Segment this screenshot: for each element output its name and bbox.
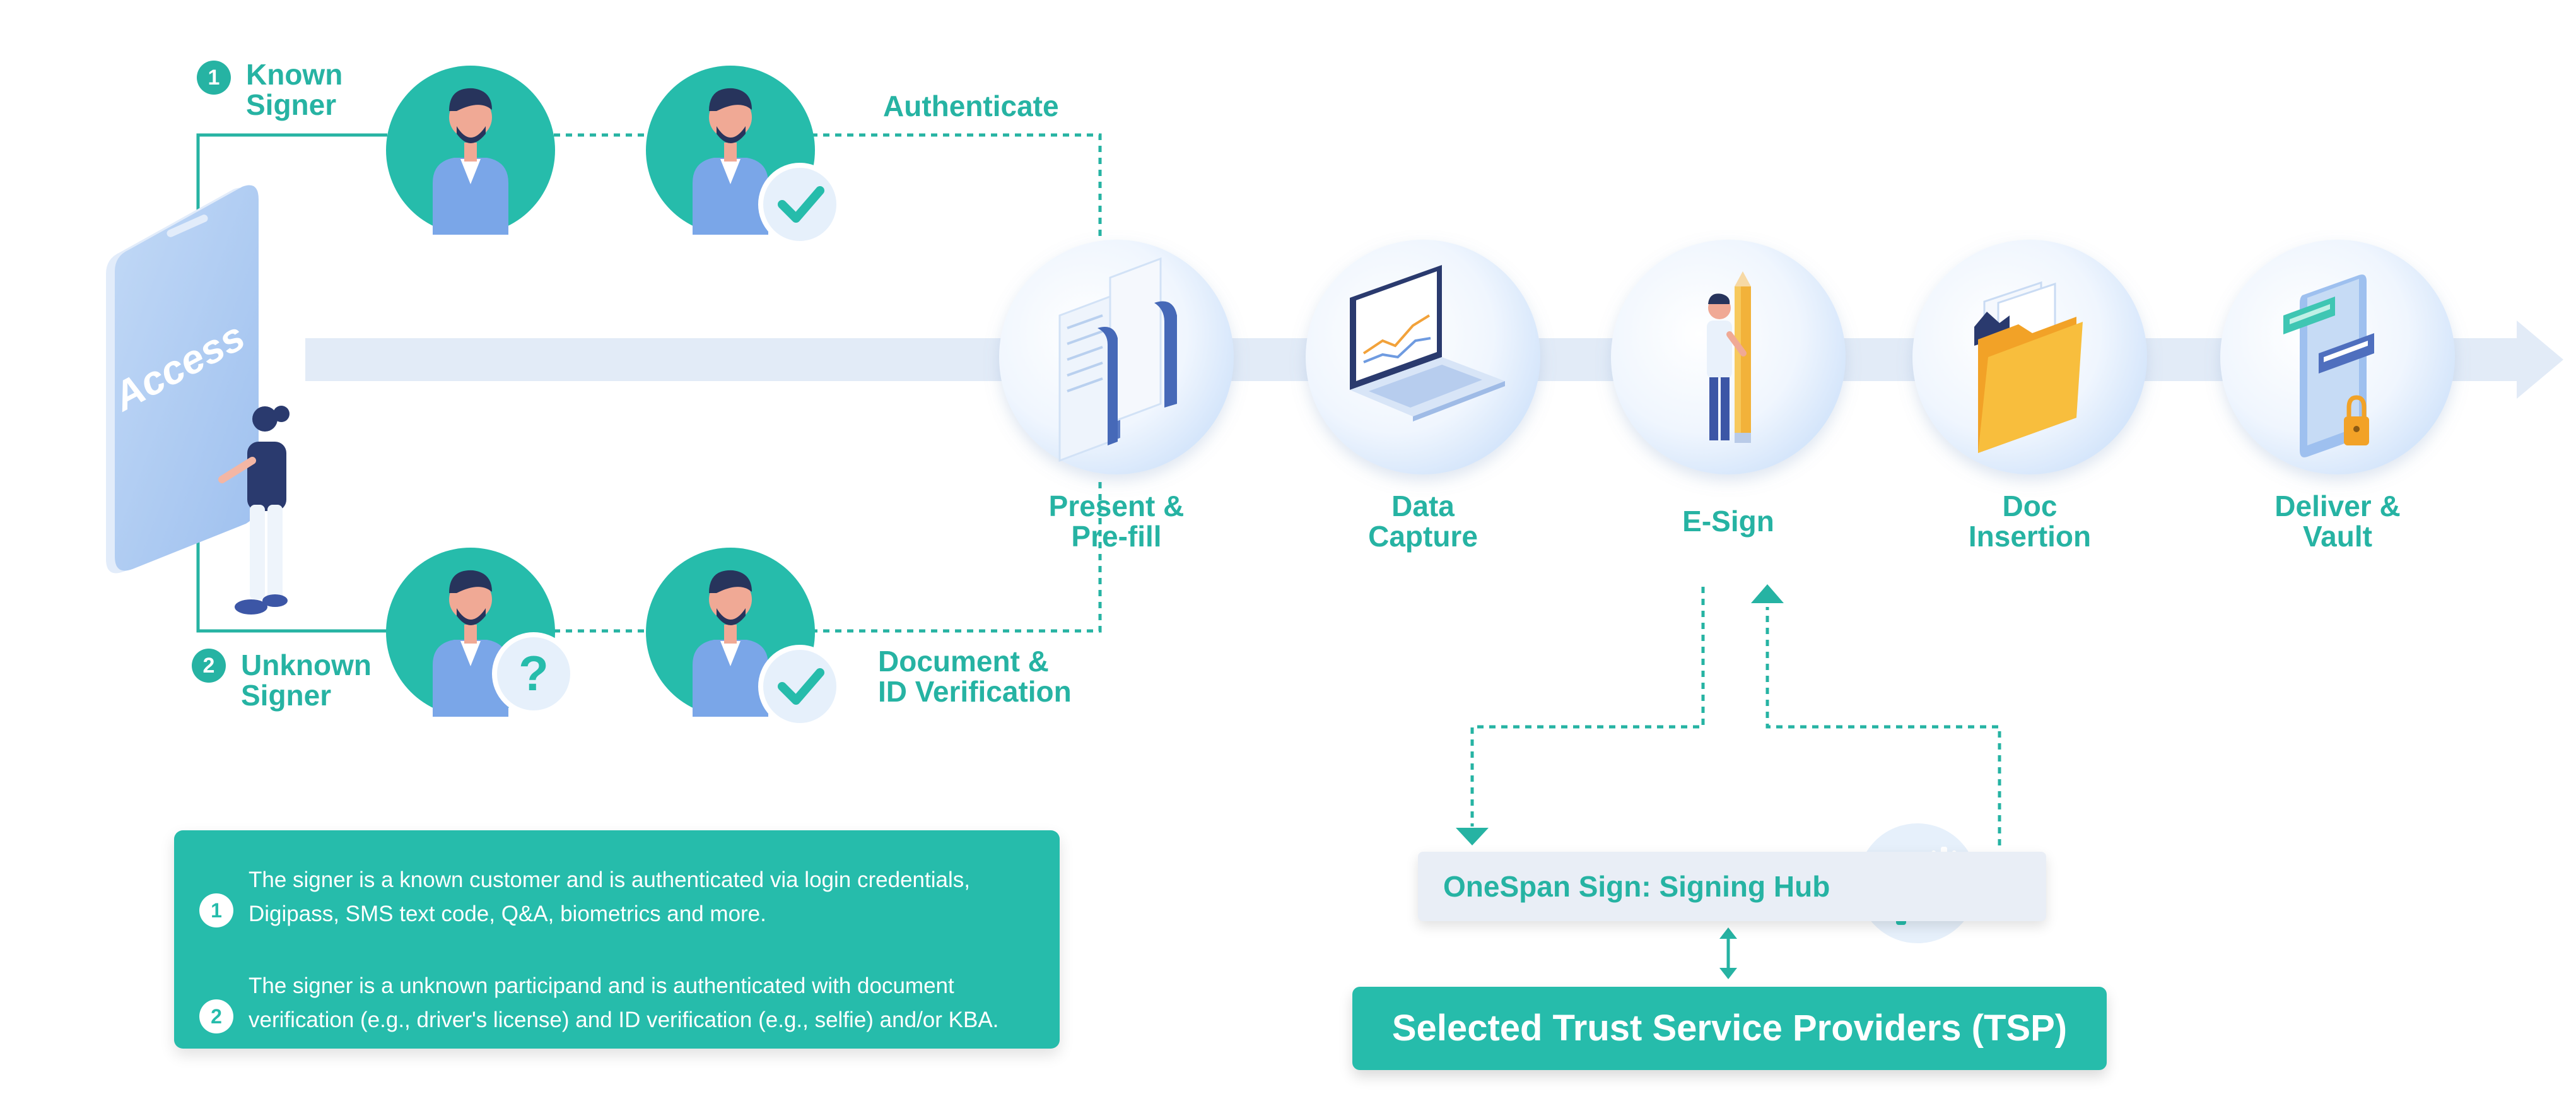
laptop-icon: [1350, 265, 1505, 421]
check-badge-icon: [758, 163, 841, 246]
signing-hub-bar: OneSpan Sign: Signing Hub: [1418, 852, 2046, 921]
legend-text: The signer is a unknown participand and …: [249, 969, 1037, 1037]
svg-text:?: ?: [518, 645, 549, 701]
step-label-line: E-Sign: [1682, 505, 1774, 538]
signing-hub-title: OneSpan Sign: Signing Hub: [1443, 870, 1830, 903]
hub-to-esign-dotted-line: [1751, 584, 2001, 845]
step-data-capture-label: Data Capture: [1297, 491, 1549, 551]
known-signer-avatar: [386, 66, 555, 235]
legend-box: 1 The signer is a known customer and is …: [174, 830, 1060, 1049]
esign-to-hub-dotted-line: [1456, 587, 1705, 845]
unknown-signer-label-line: Unknown: [241, 649, 372, 681]
step-label-line: Insertion: [1968, 520, 2092, 553]
document-id-verification-line: ID Verification: [878, 675, 1072, 708]
documents-icon: [1058, 257, 1177, 462]
authenticate-label: Authenticate: [883, 91, 1059, 121]
hub-tsp-double-arrow: [1719, 927, 1737, 979]
known-signer-label-line: Signer: [246, 88, 337, 121]
person-with-phone: [218, 406, 290, 615]
document-id-verification-line: Document &: [878, 645, 1049, 678]
legend-text-line: verification (e.g., driver's license) an…: [249, 1008, 999, 1032]
step-label-line: Doc: [2002, 490, 2058, 522]
legend-text-line: The signer is a known customer and is au…: [249, 868, 970, 892]
step-label-line: Present &: [1048, 490, 1185, 522]
step-present-prefill-label: Present & Pre-fill: [990, 491, 1243, 551]
phone-lock-icon: [2283, 274, 2374, 457]
step-label-line: Capture: [1368, 520, 1478, 553]
known-signer-label-line: Known: [246, 58, 343, 91]
unknown-signer-label-line: Signer: [241, 679, 332, 712]
question-badge-icon: ?: [492, 632, 575, 715]
step-doc-insertion-label: Doc Insertion: [1904, 491, 2156, 551]
tsp-box: Selected Trust Service Providers (TSP): [1352, 987, 2107, 1070]
authenticate-dotted-line: [554, 133, 1102, 240]
document-id-verification-label: Document & ID Verification: [878, 646, 1072, 707]
step-deliver-vault-label: Deliver & Vault: [2211, 491, 2464, 551]
check-badge-icon: [758, 645, 841, 728]
legend-text: The signer is a known customer and is au…: [249, 863, 1037, 931]
known-signer-number: 1: [197, 61, 231, 95]
pencil-person-icon: [1707, 271, 1751, 443]
legend-text-line: The signer is a unknown participand and …: [249, 974, 954, 998]
step-esign-label: E-Sign: [1602, 506, 1854, 536]
phone-access: Access: [105, 185, 259, 574]
legend-number: 2: [199, 999, 233, 1033]
step-label-line: Pre-fill: [1071, 520, 1162, 553]
step-label-line: Data: [1391, 490, 1455, 522]
step-label-line: Vault: [2303, 520, 2372, 553]
known-signer-label: Known Signer: [246, 59, 342, 120]
authenticate-label-text: Authenticate: [883, 90, 1059, 122]
legend-number: 1: [199, 893, 233, 927]
folder-icon: [1974, 281, 2083, 453]
unknown-signer-label: Unknown Signer: [241, 650, 372, 710]
step-label-line: Deliver &: [2274, 490, 2401, 522]
legend-text-line: Digipass, SMS text code, Q&A, biometrics…: [249, 902, 766, 926]
verification-dotted-line: [554, 481, 1102, 633]
unknown-signer-number: 2: [192, 649, 226, 683]
